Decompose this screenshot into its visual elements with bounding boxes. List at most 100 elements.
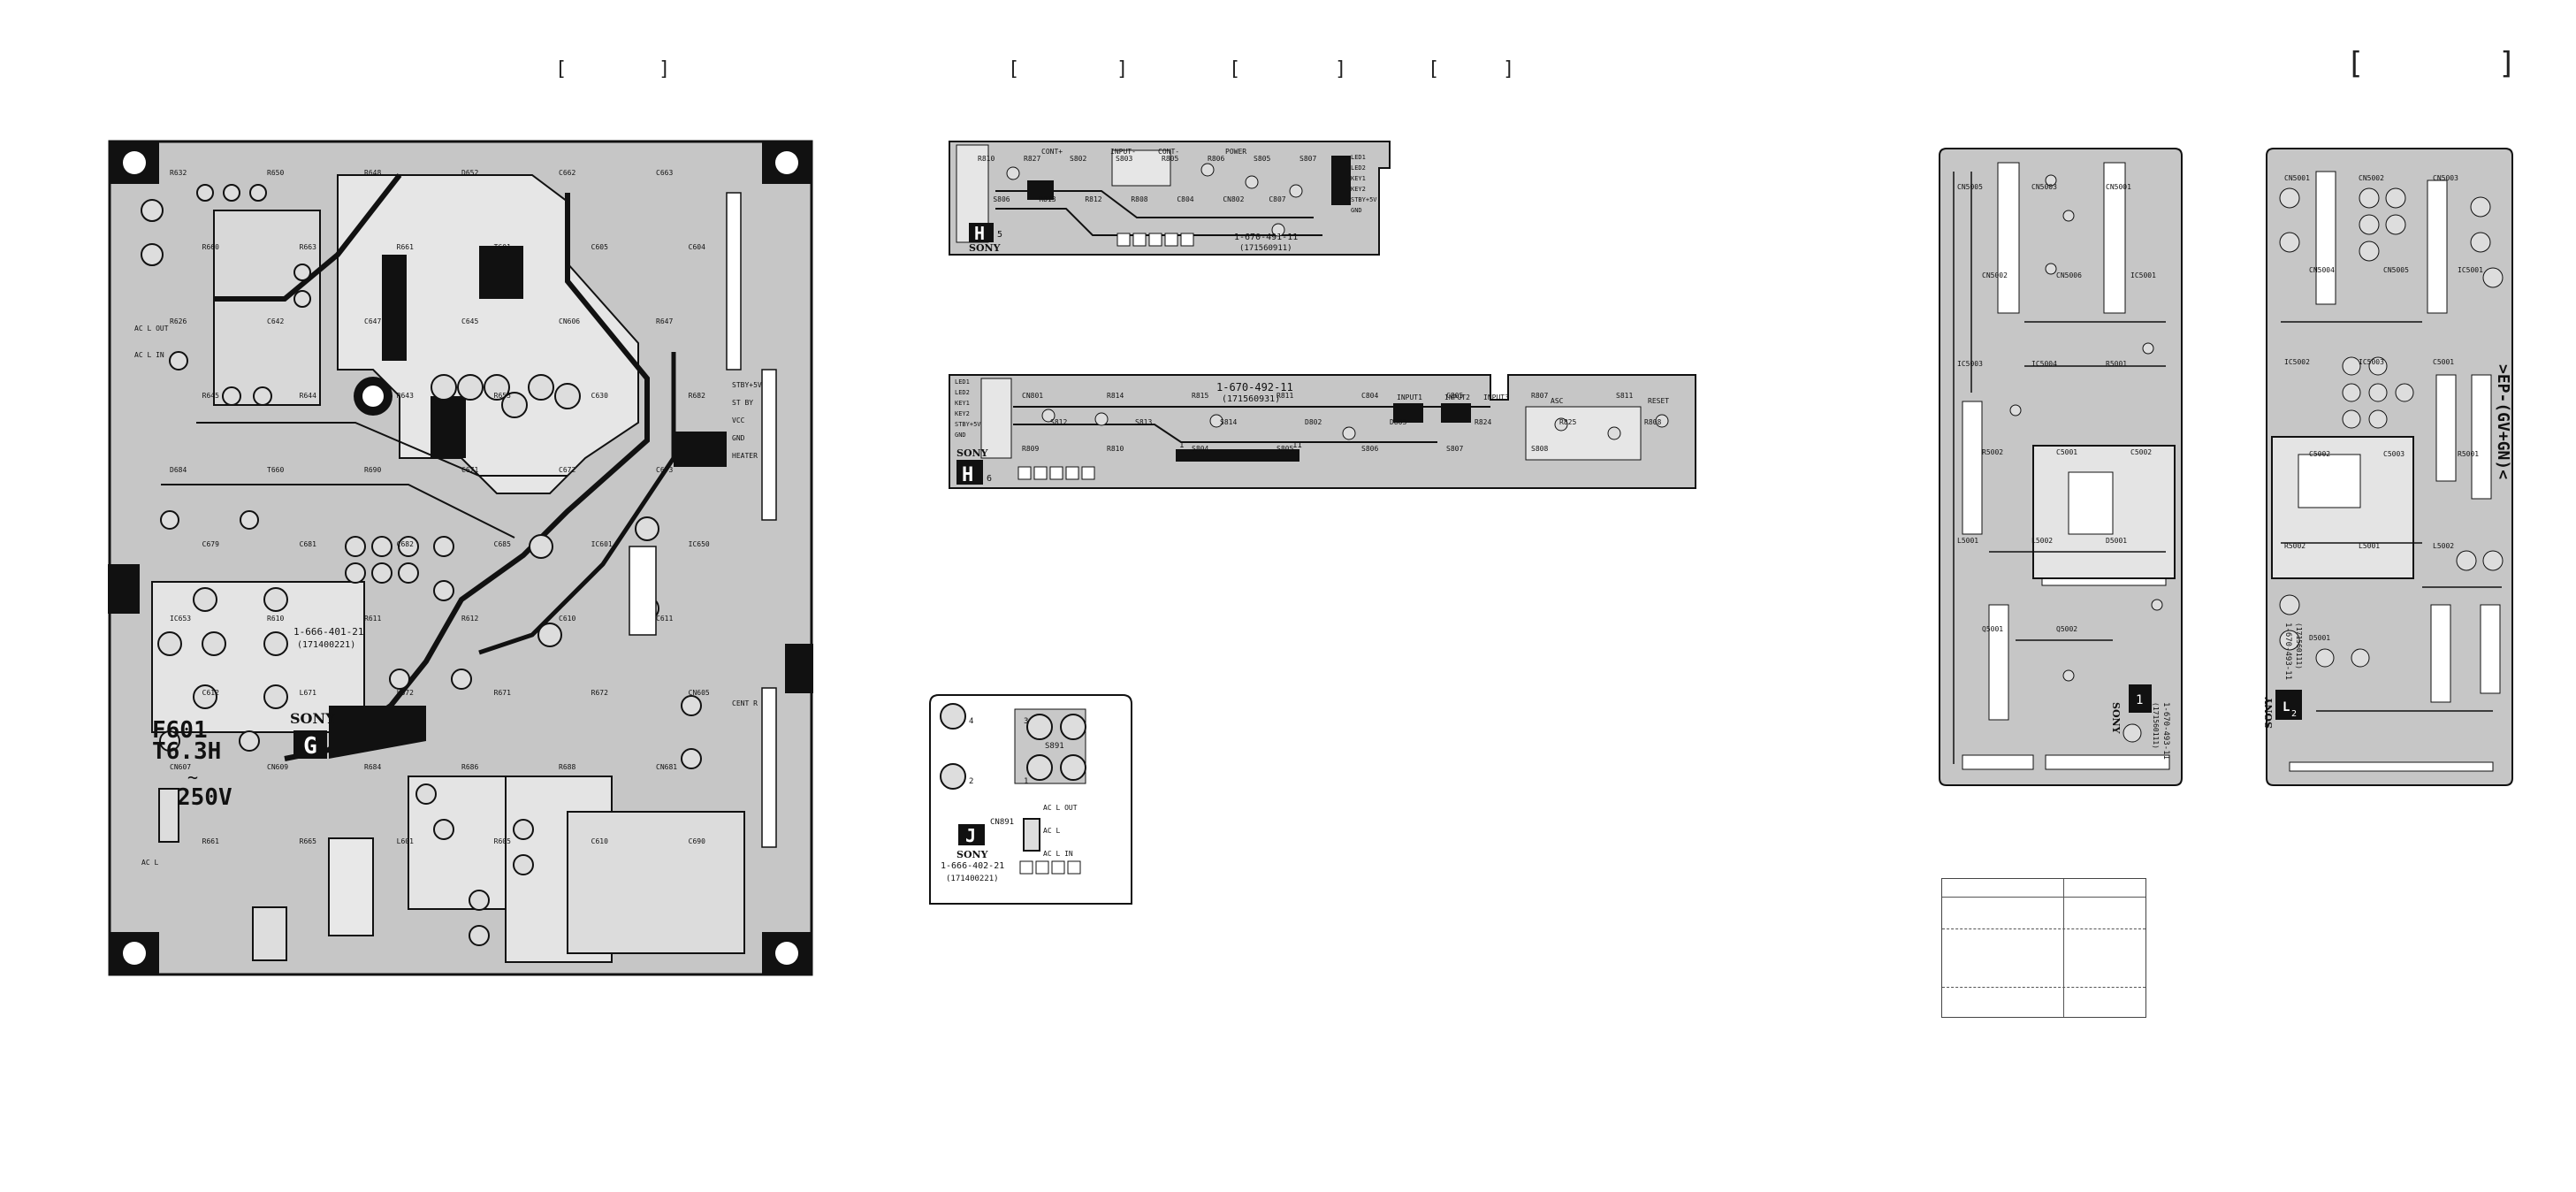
silkscreen-ref-label: C645 xyxy=(461,317,478,325)
silkscreen-ref-label: R812 xyxy=(1085,195,1101,203)
bracket-2-open: [ xyxy=(1008,58,1020,80)
silkscreen-ref-label: KEY2 xyxy=(1351,186,1366,193)
board-h6-sub-number: (171560931) xyxy=(1222,394,1280,404)
silkscreen-ref-label: C673 xyxy=(656,466,673,474)
silkscreen-ref-label: RESET xyxy=(1648,397,1669,405)
silkscreen-ref-label: R605 xyxy=(494,837,511,845)
board-h5-letter: H xyxy=(974,223,985,244)
silkscreen-ref-label: C671 xyxy=(461,466,478,474)
silkscreen-ref-label: S805 xyxy=(1254,155,1270,163)
board-g-fuse-rating: T6.3H xyxy=(152,738,221,765)
silkscreen-ref-label: S806 xyxy=(1361,445,1378,453)
silkscreen-ref-label: KEY1 xyxy=(1351,175,1366,182)
silkscreen-ref-label: AC L xyxy=(141,859,158,867)
silkscreen-ref-label: S814 xyxy=(1220,418,1237,426)
board-j-pin-2: 2 xyxy=(969,777,973,786)
silkscreen-ref-label: C681 xyxy=(300,540,316,548)
silkscreen-ref-label: CN5001 xyxy=(2106,183,2131,191)
silkscreen-ref-label: R684 xyxy=(364,763,381,771)
silkscreen-ref-label: GND xyxy=(955,432,966,439)
silkscreen-ref-label: T601 xyxy=(494,243,511,251)
board-h6-letter: H xyxy=(962,464,973,486)
board-g-fuse-voltage: 250V xyxy=(177,784,232,811)
silkscreen-ref-label: CENT R xyxy=(732,699,758,707)
silkscreen-ref-label: C690 xyxy=(689,837,705,845)
silkscreen-ref-label: IC5001 xyxy=(2458,266,2483,274)
silkscreen-ref-label: CN607 xyxy=(170,763,191,771)
silkscreen-ref-label: STBY+5V xyxy=(955,421,981,428)
silkscreen-ref-label: R5001 xyxy=(2458,450,2479,458)
silkscreen-ref-label: S805 xyxy=(1277,445,1293,453)
silkscreen-ref-label: CN5001 xyxy=(2284,174,2310,182)
silkscreen-ref-label: R5002 xyxy=(2284,542,2305,550)
board-j-ref-cn891: CN891 xyxy=(990,818,1014,827)
silkscreen-ref-label: KEY1 xyxy=(955,400,970,407)
silkscreen-ref-label: GND xyxy=(732,434,745,442)
silkscreen-ref-label: S806 xyxy=(993,195,1010,203)
silkscreen-ref-label: L5002 xyxy=(2031,537,2053,545)
silkscreen-ref-label: C5001 xyxy=(2433,358,2454,366)
board-j-conn-2: AC L xyxy=(1043,827,1060,835)
silkscreen-ref-label: INPUT1 xyxy=(1397,394,1422,401)
silkscreen-ref-label: CN5002 xyxy=(1982,271,2008,279)
board-l2-letter: L xyxy=(2283,700,2290,714)
board-g-brand: SONY xyxy=(290,710,336,727)
board-h5-sub-number: (171560911) xyxy=(1239,244,1292,253)
silkscreen-ref-label: R644 xyxy=(300,392,316,400)
board-j-pin-4: 4 xyxy=(969,717,973,726)
silkscreen-ref-label: CN609 xyxy=(267,763,288,771)
silkscreen-ref-label: R611 xyxy=(364,615,381,623)
silkscreen-ref-label: CN5003 xyxy=(2433,174,2458,182)
silkscreen-ref-label: S808 xyxy=(1531,445,1548,453)
bracket-3-open: [ xyxy=(1229,58,1241,80)
board-j-pin-1: 1 xyxy=(1024,777,1028,786)
silkscreen-ref-label: C647 xyxy=(364,317,381,325)
silkscreen-ref-label: S813 xyxy=(1135,418,1152,426)
silkscreen-ref-label: R808 xyxy=(1131,195,1147,203)
silkscreen-ref-label: R807 xyxy=(1531,392,1548,400)
silkscreen-ref-label: R655 xyxy=(494,392,511,400)
board-g-fuse-ref: F601 xyxy=(152,717,208,744)
legend-table-row-rule-2 xyxy=(1942,987,2145,988)
silkscreen-ref-label: R610 xyxy=(267,615,284,623)
silkscreen-ref-label: Q5002 xyxy=(2056,625,2077,633)
silkscreen-ref-label: C611 xyxy=(656,615,673,623)
silkscreen-ref-label: R632 xyxy=(170,169,187,177)
silkscreen-ref-label: AC L IN xyxy=(134,351,164,359)
silkscreen-ref-label: R645 xyxy=(202,392,219,400)
silkscreen-ref-label: R661 xyxy=(397,243,414,251)
bracket-5-open: [ xyxy=(2346,46,2365,81)
silkscreen-ref-label: S807 xyxy=(1446,445,1463,453)
board-j-brand: SONY xyxy=(956,849,988,860)
silkscreen-ref-label: R806 xyxy=(1208,155,1224,163)
board-j-conn-3: AC L IN xyxy=(1043,850,1073,858)
silkscreen-ref-label: R810 xyxy=(978,155,995,163)
board-l2-brand: SONY xyxy=(2263,697,2275,729)
silkscreen-ref-label: CN5006 xyxy=(2056,271,2082,279)
board-g: G SONY F601 T6.3H 250V ~ 1-666-401-21 (1… xyxy=(108,140,813,976)
legend-table xyxy=(1941,878,2146,1018)
silkscreen-ref-label: IC5001 xyxy=(2130,271,2156,279)
silkscreen-ref-label: Q5001 xyxy=(1982,625,2003,633)
board-g-artwork: G SONY F601 T6.3H 250V ~ 1-666-401-21 (1… xyxy=(108,140,813,976)
silkscreen-ref-label: IC5002 xyxy=(2284,358,2310,366)
silkscreen-ref-label: INPUT3 xyxy=(1483,394,1509,401)
silkscreen-ref-label: L672 xyxy=(397,689,414,697)
silkscreen-ref-label: T660 xyxy=(267,466,284,474)
bracket-2-close: ] xyxy=(1117,58,1129,80)
silkscreen-ref-label: R824 xyxy=(1475,418,1491,426)
board-h6-part-number: 1-670-492-11 xyxy=(1216,381,1293,394)
board-l2-part-number: 1-670-493-11 xyxy=(2283,623,2292,680)
bracket-3-close: ] xyxy=(1335,58,1347,80)
silkscreen-ref-label: CN681 xyxy=(656,763,677,771)
